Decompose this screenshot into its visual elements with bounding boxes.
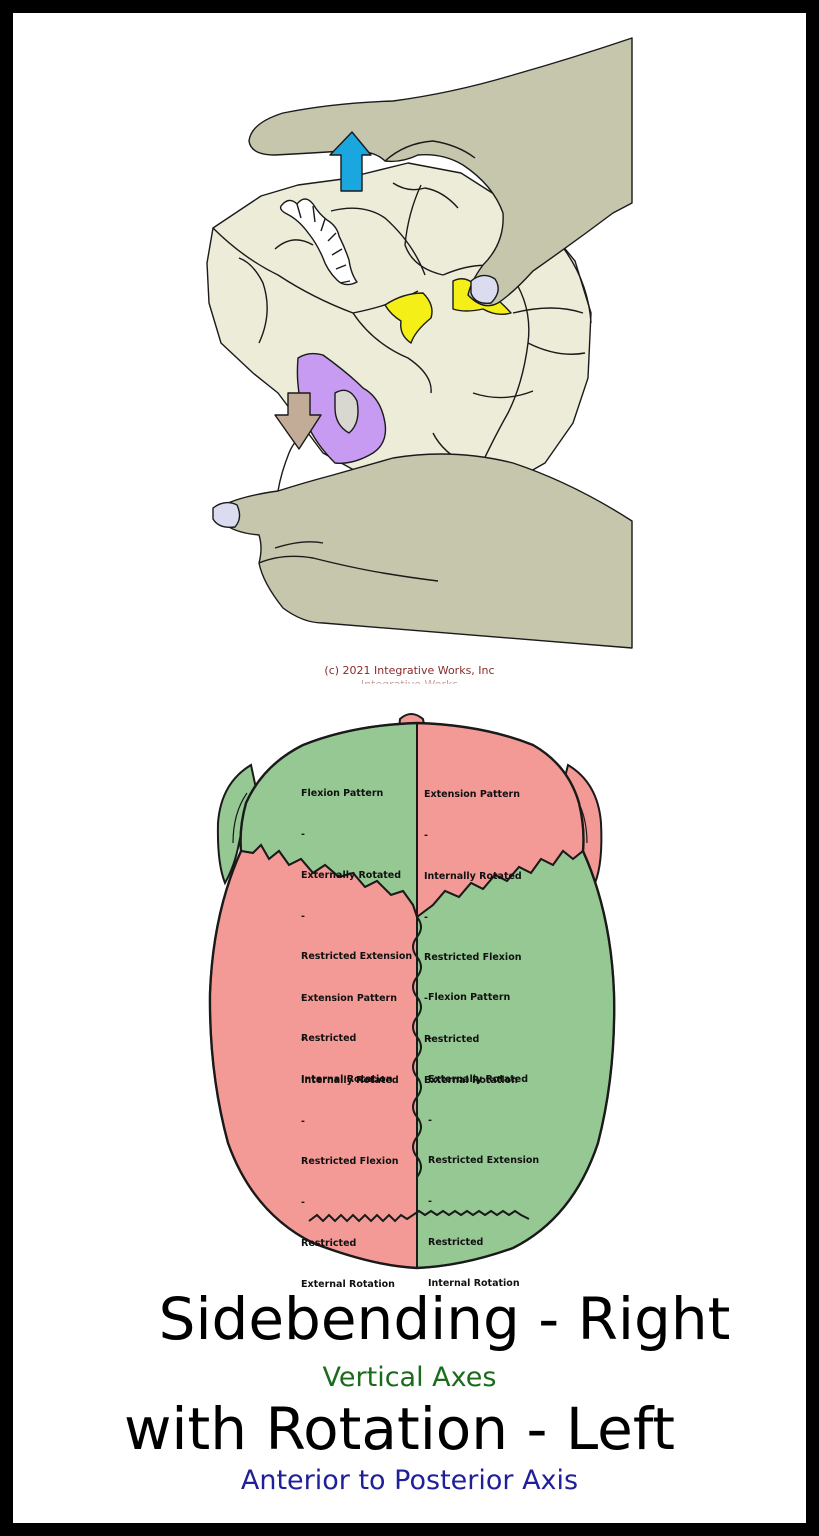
label-line: - [301, 1197, 305, 1209]
label-line: Restricted Flexion [424, 952, 522, 964]
label-line: Internal Rotation [428, 1277, 520, 1289]
label-line: - [301, 1115, 305, 1127]
label-line: - [424, 993, 428, 1005]
label-line: Restricted [301, 1032, 357, 1044]
label-line: Internally Rotated [424, 870, 522, 882]
quadrant-label-bottom-left: Extension Pattern - Internally Rotated -… [301, 965, 399, 1318]
label-line: - [301, 992, 305, 1004]
label-line: Flexion Pattern [301, 788, 384, 800]
lower-hand [218, 453, 633, 649]
upper-hand [248, 37, 633, 307]
label-line: - [428, 1032, 432, 1044]
label-line: Flexion Pattern [428, 992, 511, 1004]
copyright-watermark: Integrative Works [360, 678, 459, 691]
label-line: Restricted [301, 1237, 357, 1249]
quadrant-label-top-right: Extension Pattern - Internally Rotated -… [424, 761, 522, 1114]
label-line: Extension Pattern [424, 789, 520, 801]
label-line: Externally Rotated [428, 1073, 529, 1085]
label-line: Restricted Extension [301, 951, 413, 963]
label-line: Restricted [428, 1236, 484, 1248]
label-line: Restricted [424, 1033, 480, 1045]
quadrant-label-bottom-right: Flexion Pattern - Externally Rotated - R… [428, 964, 539, 1317]
title-line-2: with Rotation - Left [124, 1395, 675, 1463]
label-line: - [424, 911, 428, 923]
label-line: Extension Pattern [301, 993, 397, 1005]
label-line: External Rotation [301, 1278, 395, 1290]
label-line: - [301, 1033, 305, 1045]
skull-hands-illustration [206, 37, 633, 649]
label-line: - [301, 910, 305, 922]
label-line: Internal Rotation [301, 1073, 393, 1085]
label-line: - [428, 1196, 432, 1208]
arrow-up [329, 131, 372, 192]
copyright-notice: (c) 2021 Integrative Works, Inc [324, 664, 495, 677]
thumb-nail-lower [212, 501, 241, 529]
subtitle-line-2: Anterior to Posterior Axis [240, 1465, 579, 1496]
teeth [279, 198, 358, 286]
cranium-top-view [208, 713, 616, 1270]
label-line: Internally Rotated [301, 1074, 399, 1086]
illustration [206, 37, 633, 1270]
label-line: Restricted Flexion [301, 1156, 399, 1168]
thumb-nail-upper [470, 274, 499, 304]
label-line: Externally Rotated [301, 869, 402, 881]
arrow-down [274, 392, 322, 450]
label-line: External Rotation [424, 1074, 518, 1086]
subtitle-line-1: Vertical Axes [322, 1362, 497, 1393]
quadrant-label-top-left: Flexion Pattern - Externally Rotated - R… [301, 760, 412, 1113]
title-line-1: Sidebending - Right [158, 1285, 731, 1353]
yellow-bone-left [384, 292, 433, 344]
label-line: - [424, 829, 428, 841]
label-line: Restricted Extension [428, 1155, 540, 1167]
label-line: - [301, 828, 305, 840]
diagram-frame: (c) 2021 Integrative Works, Inc Integrat… [13, 13, 806, 1523]
label-line: - [428, 1114, 432, 1126]
